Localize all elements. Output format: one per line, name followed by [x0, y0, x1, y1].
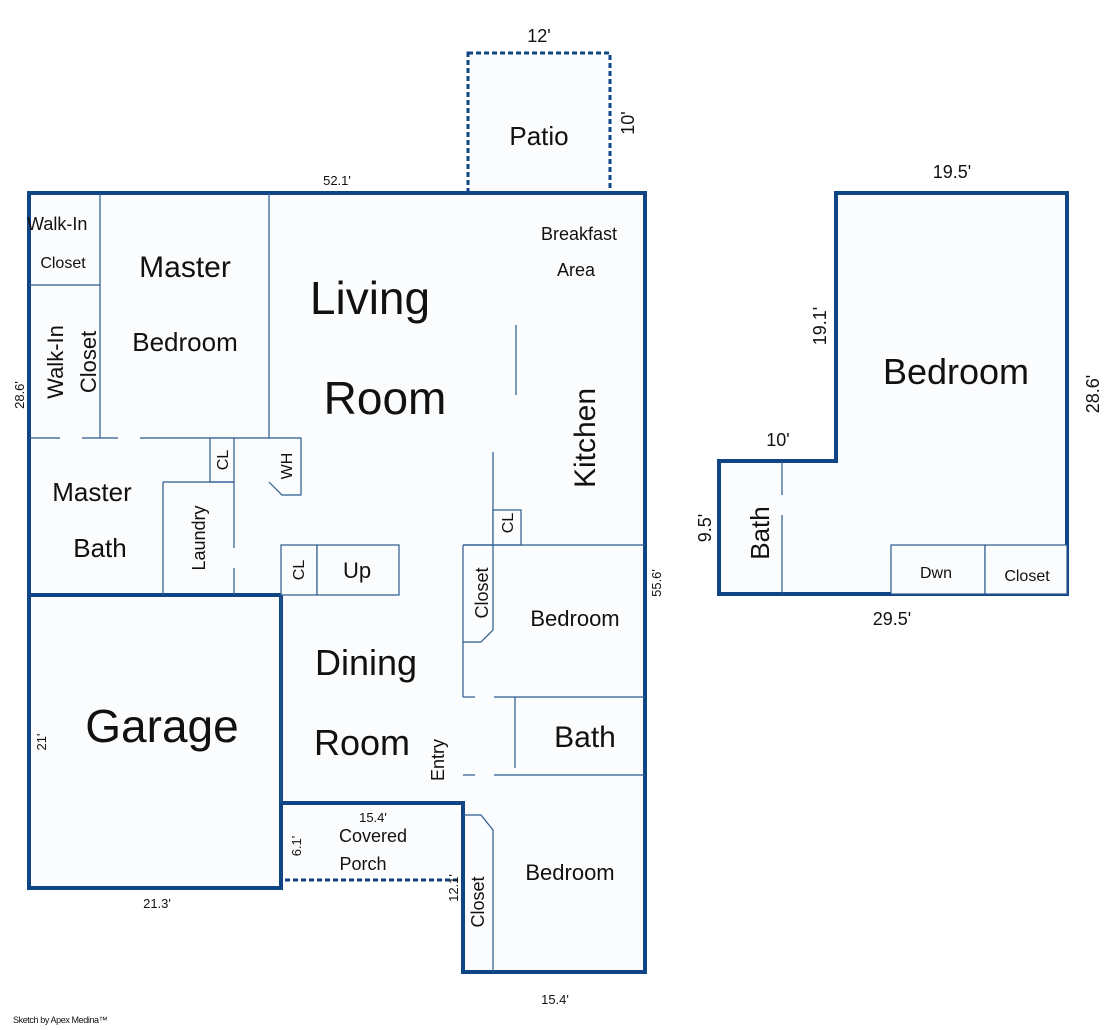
master-bedroom-line2: Bedroom [132, 327, 238, 357]
cl-label-a: CL [215, 450, 232, 471]
master-bedroom-line1: Master [139, 251, 231, 284]
cl-label-c: CL [500, 513, 517, 534]
master-bath-line1: Master [52, 477, 132, 507]
dim-patio-width: 12' [527, 26, 550, 46]
dining-room-line1: Dining [315, 642, 417, 683]
upper-floor-outline [717, 191, 1069, 596]
sketch-credit: Sketch by Apex Medina™ [13, 1015, 107, 1025]
dim-porch-width: 15.4' [359, 810, 387, 825]
dim-garage-bottom: 21.3' [143, 896, 171, 911]
upper-interior-walls [781, 461, 1068, 595]
dim-garage-side: 21' [34, 734, 49, 751]
dim-porch-depth: 6.1' [289, 836, 304, 857]
closet-b-label: Closet [468, 876, 488, 927]
dim-patio-depth: 10' [618, 111, 638, 134]
garage-label: Garage [85, 700, 238, 752]
dim-upper-top: 19.5' [933, 162, 971, 182]
dim-upper-bottom: 29.5' [873, 609, 911, 629]
dim-upper-right: 28.6' [1083, 375, 1103, 413]
closet-a-label: Closet [472, 567, 492, 618]
dim-upper-inner: 19.1' [810, 307, 830, 345]
up-label: Up [343, 558, 371, 583]
dim-wing-side: 12.1' [446, 874, 461, 902]
upper-bedroom-label: Bedroom [883, 351, 1029, 392]
dim-main-top: 52.1' [323, 173, 351, 188]
kitchen-label: Kitchen [569, 388, 602, 488]
bedroom-a-label: Bedroom [530, 606, 619, 631]
living-room-line1: Living [310, 272, 430, 324]
laundry-label: Laundry [189, 505, 209, 570]
dim-upper-bath-side: 9.5' [695, 514, 715, 542]
dim-upper-step: 10' [766, 430, 789, 450]
covered-porch-line1: Covered [339, 826, 407, 846]
wh-label: WH [279, 453, 296, 480]
walk-in-closet-top-line1: Walk-In [27, 214, 87, 234]
dining-room-line2: Room [314, 722, 410, 763]
breakfast-area-line2: Area [557, 260, 596, 280]
upper-bath-label: Bath [745, 506, 775, 560]
patio-outline [466, 51, 612, 195]
dim-wing-bottom: 15.4' [541, 992, 569, 1007]
dim-main-left: 28.6' [12, 381, 27, 409]
walk-in-closet-side-line2: Closet [76, 331, 101, 393]
living-room-line2: Room [324, 372, 447, 424]
patio-label: Patio [509, 121, 568, 151]
bath-main-label: Bath [554, 721, 616, 754]
breakfast-area-line1: Breakfast [541, 224, 617, 244]
cl-label-b: CL [291, 560, 308, 581]
interior-walls [29, 193, 645, 972]
walk-in-closet-side-line1: Walk-In [43, 325, 68, 399]
bedroom-b-label: Bedroom [525, 860, 614, 885]
dim-main-right: 55.6' [649, 569, 664, 597]
entry-label: Entry [428, 739, 448, 781]
dwn-label: Dwn [920, 565, 952, 582]
upper-closet-label: Closet [1004, 568, 1050, 585]
covered-porch-line2: Porch [339, 854, 386, 874]
walk-in-closet-top-line2: Closet [40, 255, 86, 272]
master-bath-line2: Bath [73, 533, 127, 563]
